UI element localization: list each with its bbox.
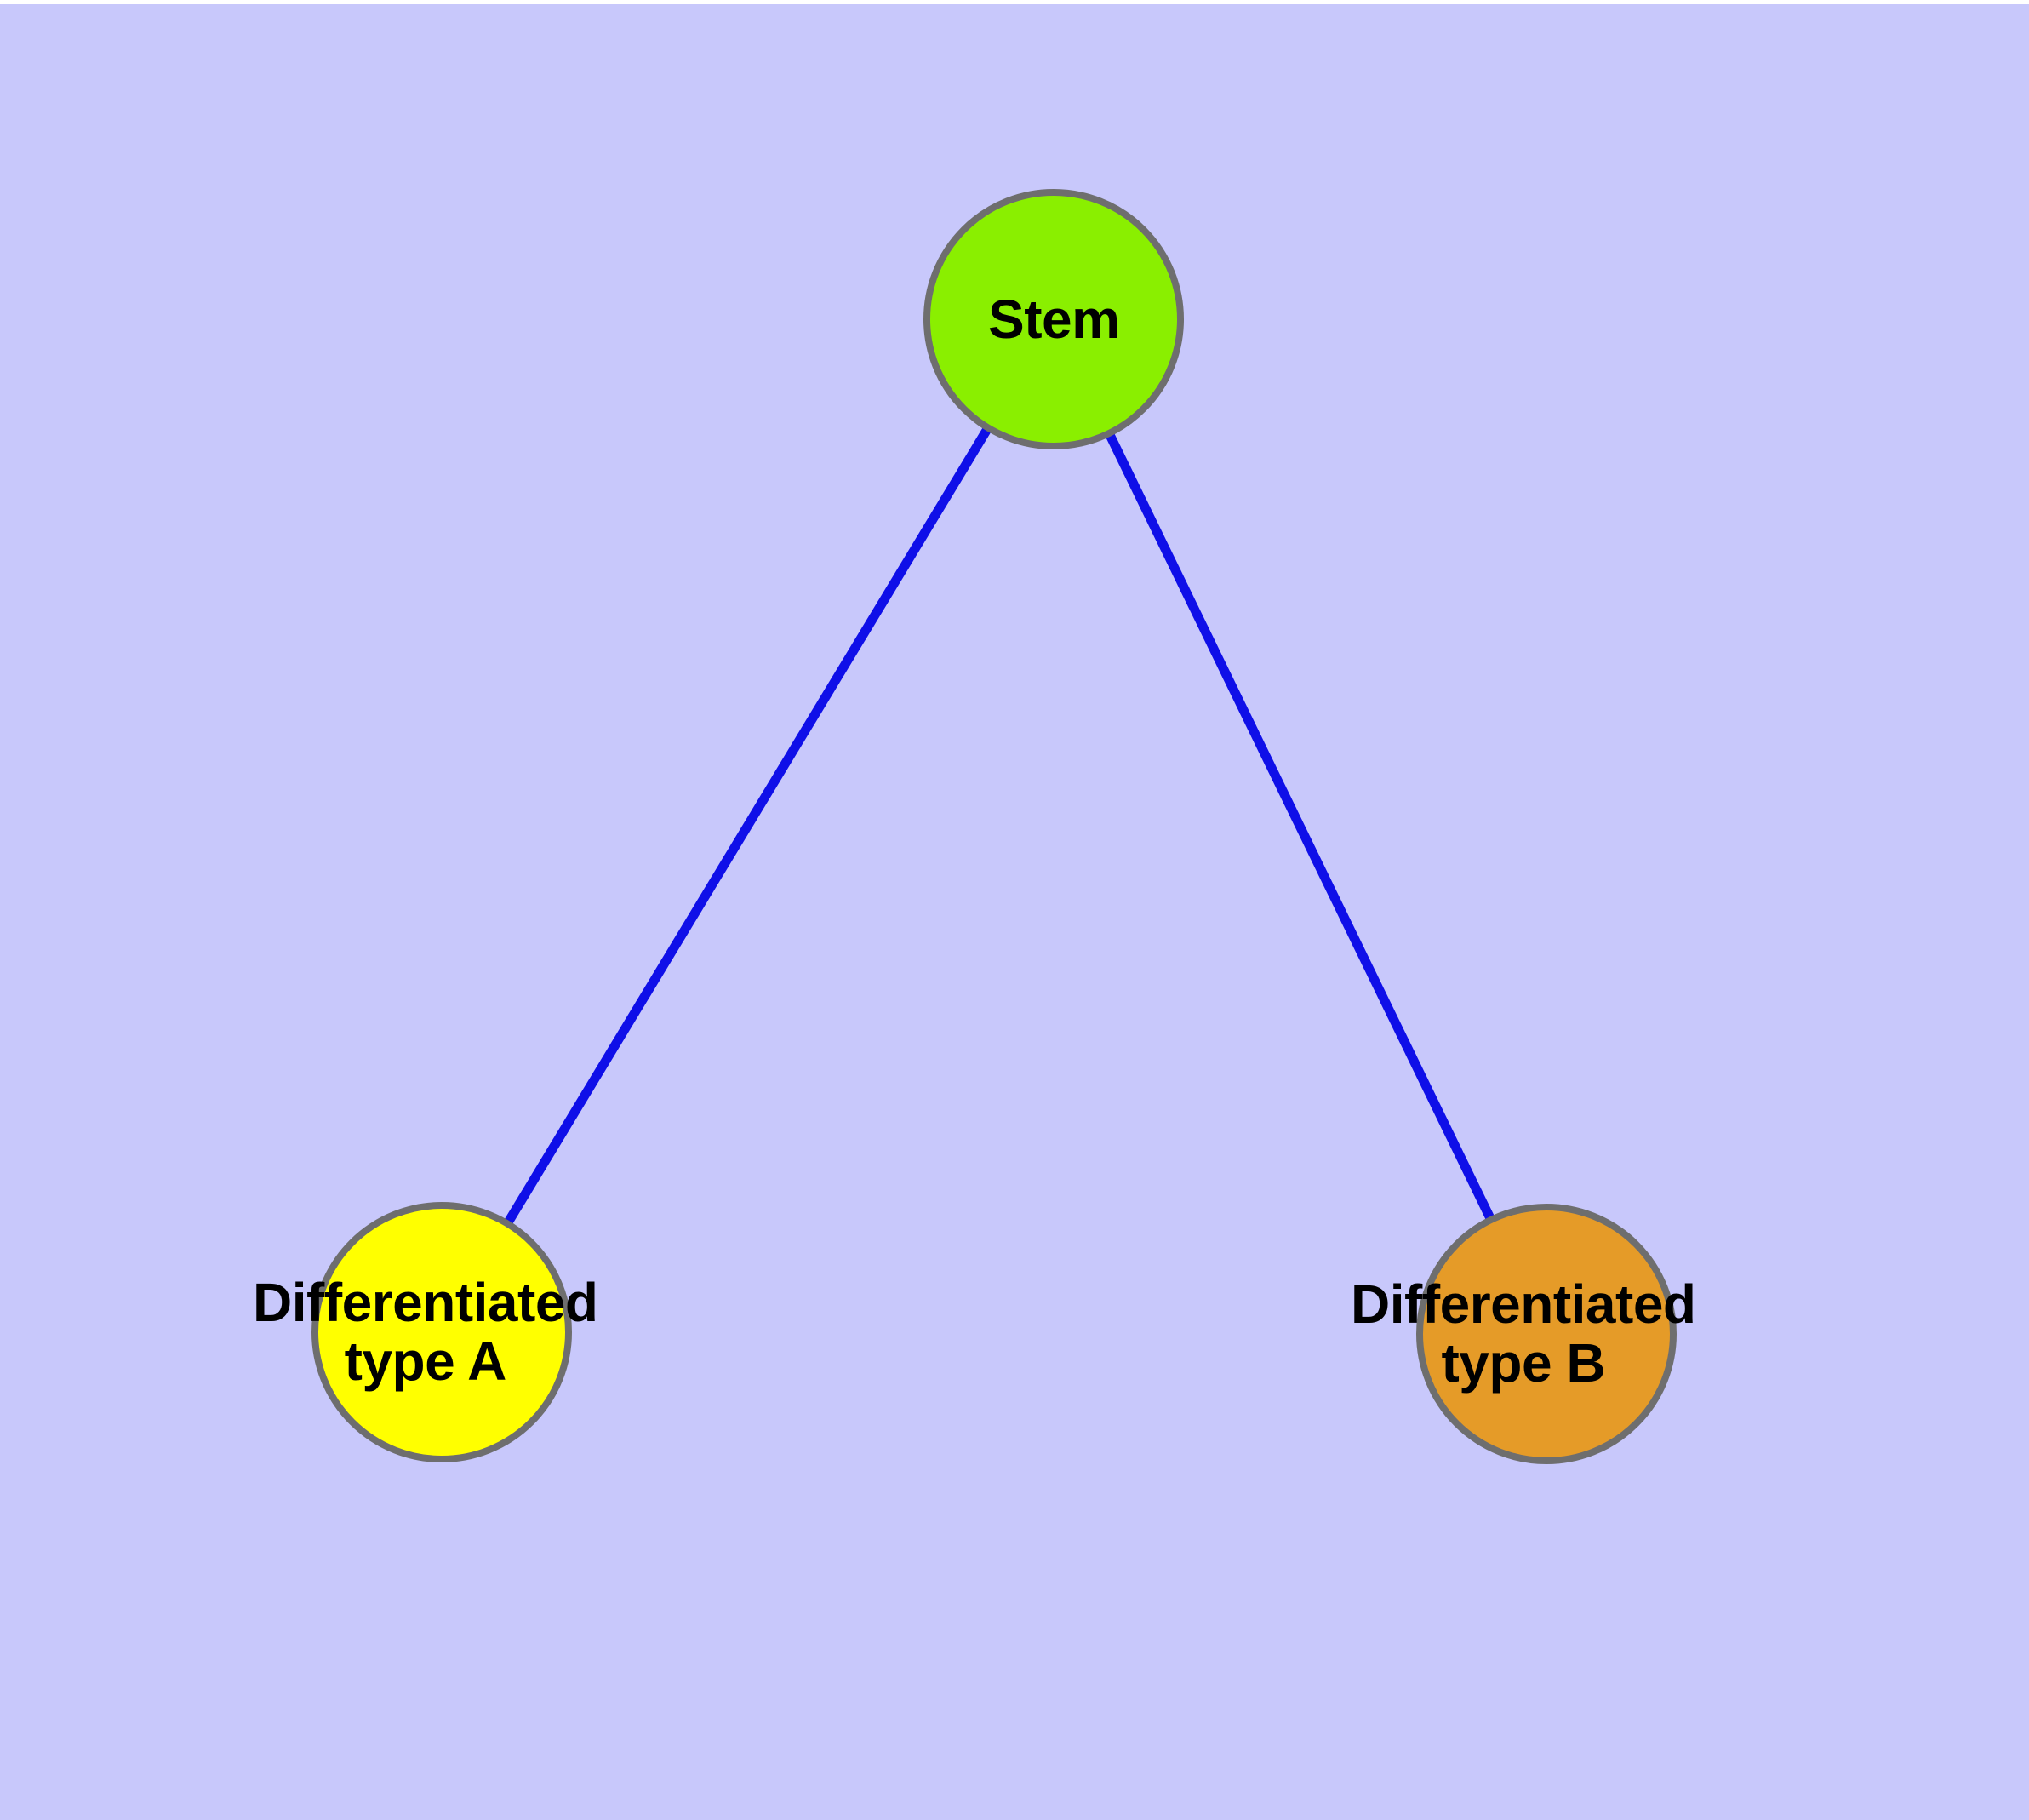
graph-node-diff_a[interactable] — [311, 1202, 572, 1462]
graph-node-diff_b[interactable] — [1416, 1204, 1677, 1464]
node-layer — [311, 189, 1677, 1464]
graph-edge[interactable] — [504, 426, 992, 1225]
graph-node-stem[interactable] — [923, 189, 1184, 449]
graph-edge[interactable] — [1106, 432, 1495, 1221]
edge-layer — [504, 426, 1495, 1225]
